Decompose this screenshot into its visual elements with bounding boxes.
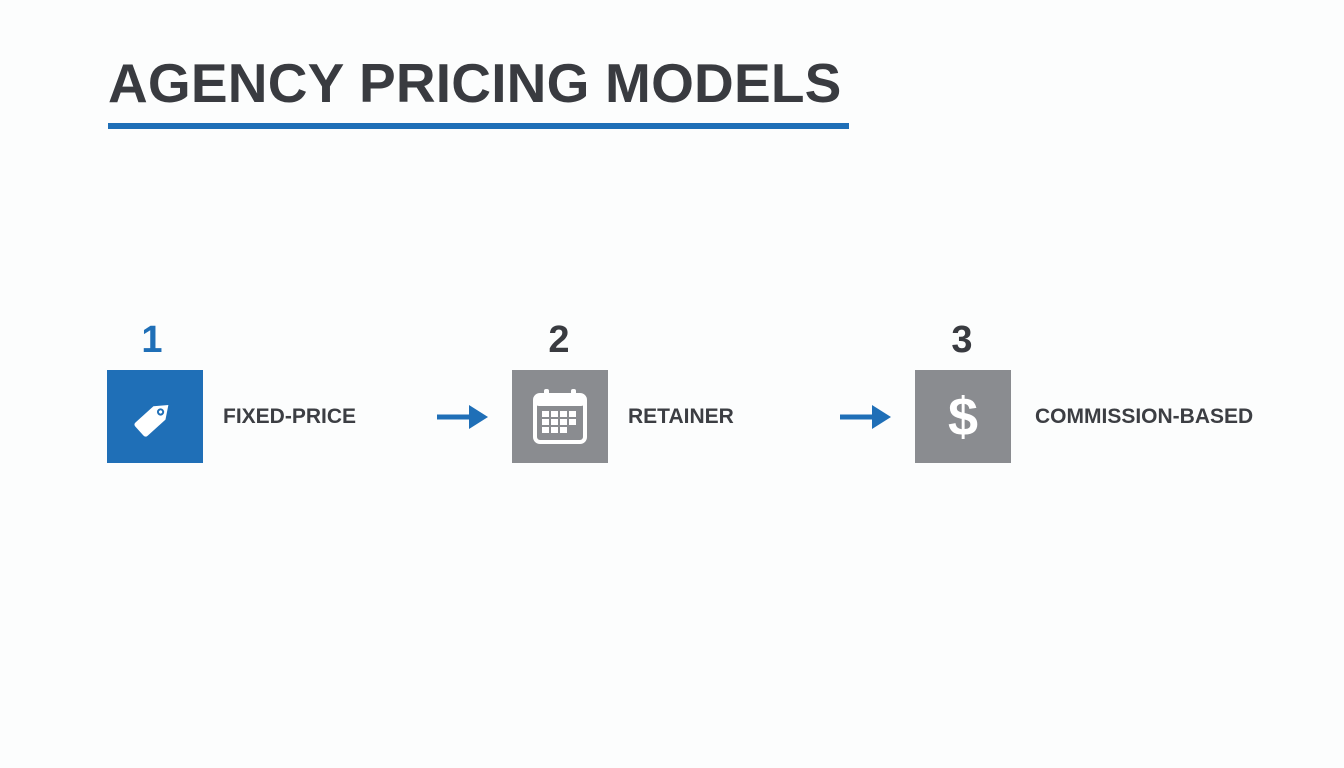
step-icon-box-commission-based: $ xyxy=(915,370,1011,463)
dollar-sign-icon: $ xyxy=(947,386,979,447)
arrow-right-icon xyxy=(437,405,488,429)
step-number-2: 2 xyxy=(548,319,570,361)
price-tag-icon xyxy=(134,404,169,437)
step-icon-box-retainer xyxy=(512,370,608,463)
step-icon-box-fixed-price xyxy=(107,370,203,463)
page-title: AGENCY PRICING MODELS xyxy=(108,52,842,114)
step-number-1: 1 xyxy=(141,319,163,361)
title-underline xyxy=(108,123,849,129)
calendar-icon xyxy=(533,388,587,444)
step-label-commission-based: COMMISSION-BASED xyxy=(1035,405,1254,428)
arrow-right-icon xyxy=(840,405,891,429)
step-label-retainer: RETAINER xyxy=(628,405,734,428)
step-label-fixed-price: FIXED-PRICE xyxy=(223,405,357,428)
step-number-3: 3 xyxy=(951,319,973,361)
